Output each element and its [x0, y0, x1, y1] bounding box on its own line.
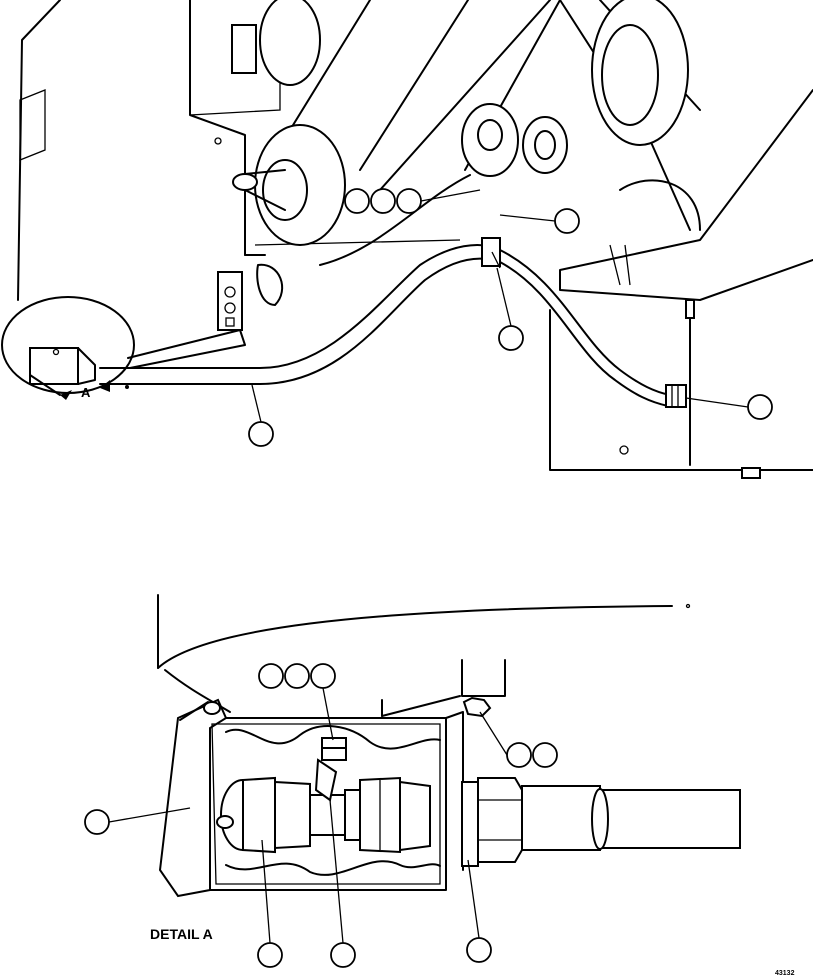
callout-bubble [396, 188, 422, 214]
callout-bubble [257, 942, 283, 968]
detail-a-circle [1, 296, 135, 400]
mounting-bracket [217, 263, 284, 331]
callout-bubble [258, 663, 284, 689]
callout-bubble [370, 188, 396, 214]
callout-bubble [466, 937, 492, 963]
callout-bubble [344, 188, 370, 214]
callouts-detail [84, 663, 558, 968]
callout-bubble [747, 394, 773, 420]
callout-bubble [84, 809, 110, 835]
hex-nut [462, 696, 492, 718]
callout-bubble [284, 663, 310, 689]
right-guard [549, 89, 813, 479]
callout-bubble [498, 325, 524, 351]
figure-number: 43132 [775, 970, 795, 977]
vent-fitting [314, 737, 347, 802]
pivot-bushings [232, 0, 689, 246]
callout-bubble [310, 663, 336, 689]
top-assembly-view: A [1, 0, 813, 479]
quick-coupler [216, 776, 431, 854]
callout-bubble [506, 742, 532, 768]
hydraulic-hose [99, 237, 687, 408]
detail-a-view: DETAIL A [84, 594, 741, 968]
detail-letter-label: A [81, 385, 91, 400]
hose-adapter [461, 777, 741, 867]
callout-bubble [330, 942, 356, 968]
detail-title: DETAIL A [150, 926, 213, 942]
callout-bubble [532, 742, 558, 768]
tank-body [17, 0, 281, 301]
callouts-top [248, 188, 773, 447]
callout-bubble [554, 208, 580, 234]
callout-bubble [248, 421, 274, 447]
tank-bottom [157, 594, 691, 717]
